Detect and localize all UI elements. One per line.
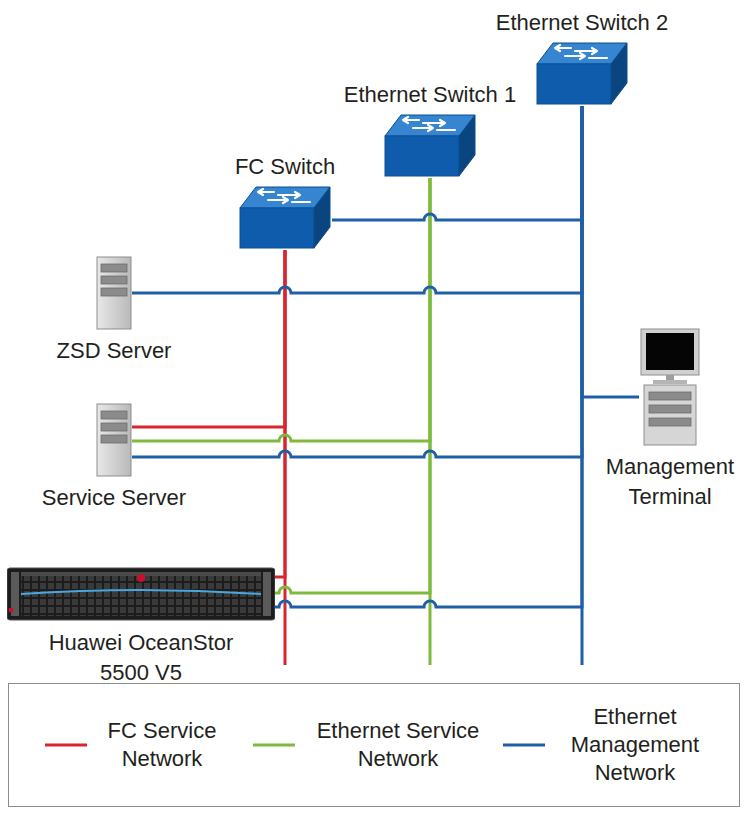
sw-icon (238, 184, 332, 250)
server-node: ZSD Server (34, 256, 194, 366)
node-label: Huawei OceanStor 5500 V5 (36, 628, 246, 688)
legend-entry: Ethernet Management Network (501, 684, 715, 806)
legend-swatch (501, 740, 549, 750)
legend-label: FC Service Network (97, 717, 227, 773)
sw-icon (535, 40, 629, 106)
network-link (275, 106, 582, 607)
node-label: Service Server (42, 483, 186, 513)
legend-swatch (251, 740, 299, 750)
switch-node: FC Switch (205, 152, 365, 250)
term-icon (639, 328, 701, 446)
network-link (275, 250, 285, 577)
server-node: Service Server (24, 403, 204, 513)
legend-box: FC Service Network Ethernet Service Netwo… (8, 683, 740, 807)
node-label: Ethernet Switch 1 (344, 80, 516, 110)
network-link (132, 106, 582, 457)
terminal-node: Management Terminal (595, 328, 745, 512)
srv-icon (96, 403, 132, 477)
node-label: Ethernet Switch 2 (496, 8, 668, 38)
srv-icon (96, 256, 132, 330)
sw-icon (383, 112, 477, 178)
network-link (132, 178, 430, 441)
node-label: ZSD Server (57, 336, 172, 366)
node-label: FC Switch (235, 152, 335, 182)
legend-label: Ethernet Management Network (555, 703, 715, 787)
network-link (132, 106, 582, 293)
legend-entry: FC Service Network (43, 684, 227, 806)
legend-label: Ethernet Service Network (305, 717, 491, 773)
switch-node: Ethernet Switch 1 (320, 80, 540, 178)
legend-swatch (43, 740, 91, 750)
legend-entry: Ethernet Service Network (251, 684, 491, 806)
stor-icon (7, 566, 275, 622)
node-label: Management Terminal (595, 452, 745, 512)
network-link (582, 106, 639, 397)
storage-node: Huawei OceanStor 5500 V5 (3, 566, 279, 688)
network-link (332, 106, 582, 220)
